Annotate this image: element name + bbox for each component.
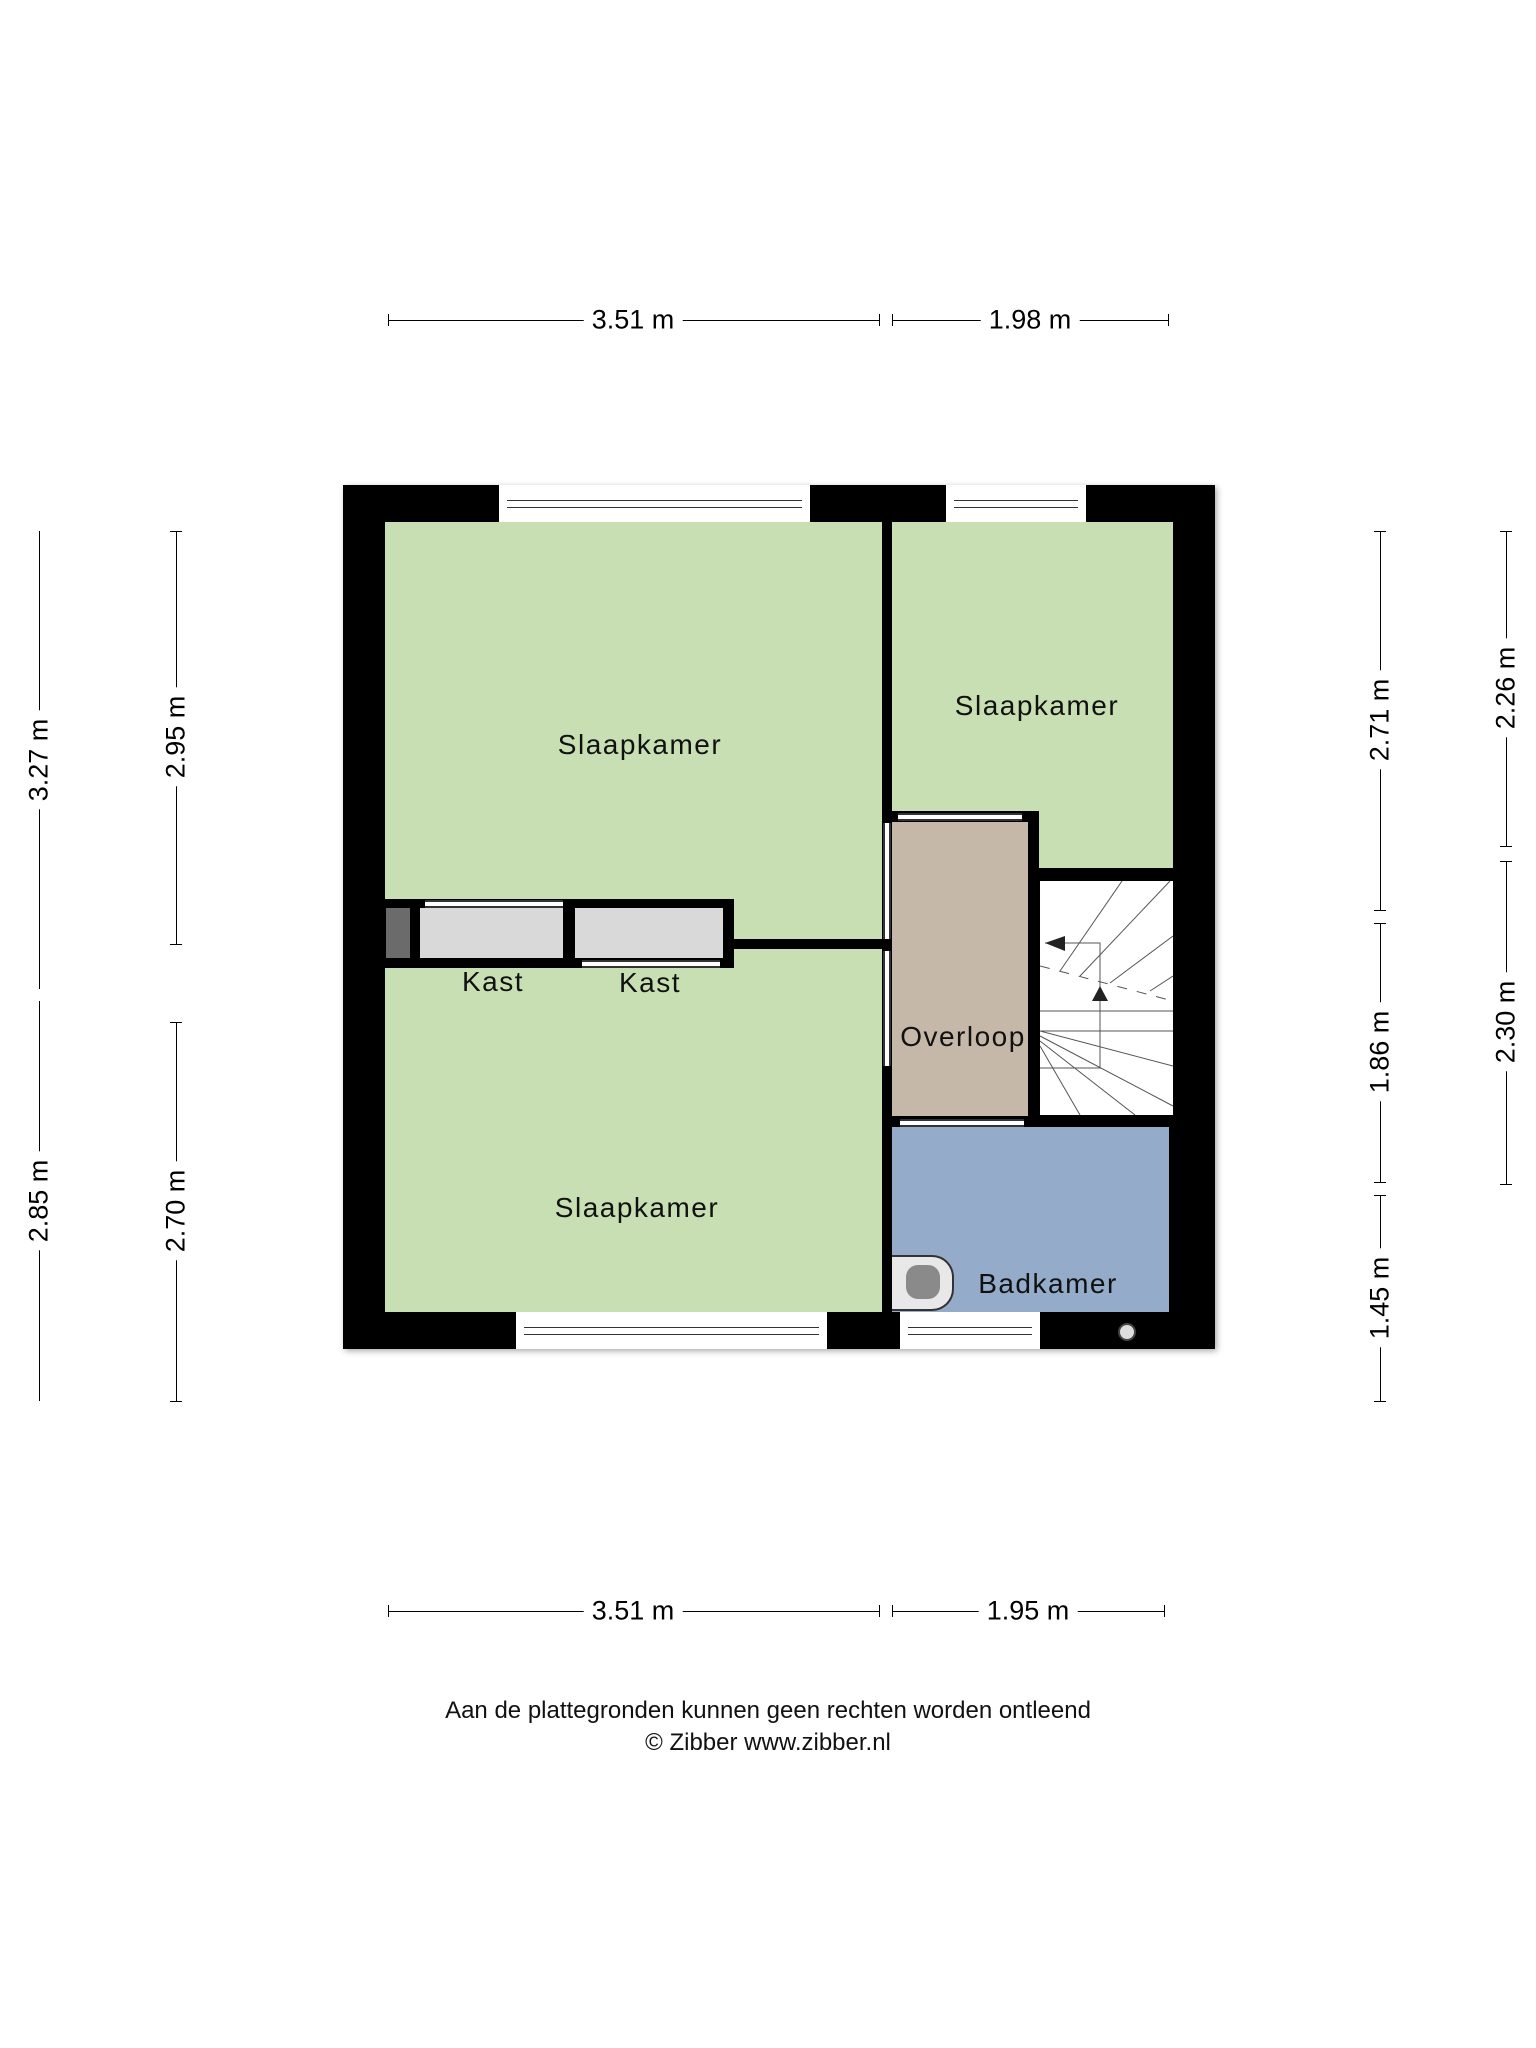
dim-right-inner-3: 1.45 m — [1364, 1248, 1396, 1348]
wall-kast-right — [723, 899, 734, 968]
dim-right-outer-1: 2.26 m — [1490, 638, 1522, 738]
room-bedroom-1-strip — [734, 899, 882, 939]
door-bedroom-2[interactable] — [883, 951, 891, 1066]
sink-icon — [892, 1255, 954, 1311]
wall-stair-top — [1028, 868, 1173, 881]
room-bedroom-2-strip — [734, 949, 882, 968]
staircase — [1040, 881, 1173, 1115]
wall-interior-h — [734, 939, 882, 949]
label-closet-1: Kast — [461, 966, 525, 997]
wall-notch-v — [1028, 811, 1039, 881]
dim-right-inner-2: 1.86 m — [1364, 1002, 1396, 1102]
closet-2 — [575, 908, 723, 958]
label-bedroom-3: Slaapkamer — [954, 690, 1120, 721]
dim-bottom-2: 1.95 m — [978, 1595, 1078, 1627]
window-top-1 — [499, 485, 810, 522]
stair-arrow-left-icon — [1045, 936, 1065, 951]
wall-kast-sep — [563, 899, 575, 968]
copyright: © Zibber www.zibber.nl — [645, 1729, 891, 1756]
door-bathroom[interactable] — [900, 1119, 1024, 1127]
label-bathroom: Badkamer — [978, 1268, 1118, 1299]
label-bedroom-1: Slaapkamer — [557, 729, 723, 760]
shower-icon — [1118, 1323, 1136, 1341]
dim-left-inner-2: 2.70 m — [160, 1161, 192, 1261]
dim-bottom-1: 3.51 m — [583, 1595, 683, 1627]
room-bedroom-2 — [385, 968, 882, 1312]
dim-right-inner-1: 2.71 m — [1364, 670, 1396, 770]
door-bedroom-3[interactable] — [898, 813, 1022, 821]
dim-left-outer-2: 2.85 m — [23, 1151, 55, 1251]
closet-door-1[interactable] — [425, 900, 563, 908]
closet-door-2[interactable] — [582, 960, 720, 968]
window-bottom-2 — [900, 1312, 1040, 1349]
wall-kast-bottom — [385, 958, 734, 968]
dim-right-outer-2: 2.30 m — [1490, 972, 1522, 1072]
duct — [386, 908, 410, 958]
window-top-2 — [946, 485, 1086, 522]
closet-1 — [420, 908, 563, 958]
dim-left-inner-1: 2.95 m — [160, 687, 192, 787]
room-landing — [892, 822, 1028, 1116]
dim-top-2: 1.98 m — [980, 304, 1080, 336]
wall-kast-left — [410, 899, 420, 968]
door-bedroom-1[interactable] — [883, 823, 891, 939]
window-bottom-1 — [516, 1312, 827, 1349]
stair-arrow-up-icon — [1092, 986, 1108, 1001]
dim-top-1: 3.51 m — [583, 304, 683, 336]
room-bedroom-1 — [385, 522, 882, 899]
disclaimer: Aan de plattegronden kunnen geen rechten… — [445, 1697, 1091, 1724]
label-bedroom-2: Slaapkamer — [554, 1192, 720, 1223]
room-bedroom-3 — [892, 522, 1173, 868]
label-closet-2: Kast — [618, 967, 682, 998]
label-landing: Overloop — [900, 1021, 1026, 1052]
dim-left-outer-1: 3.27 m — [23, 710, 55, 810]
